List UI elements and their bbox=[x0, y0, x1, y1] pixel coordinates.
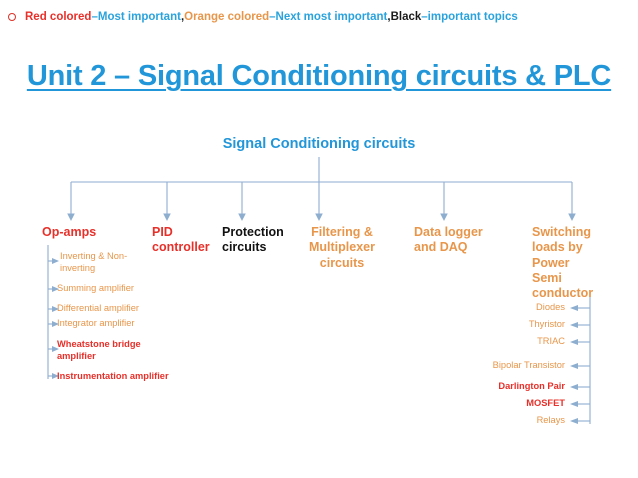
connector-opamp-spine bbox=[47, 245, 55, 379]
legend-most-important: Most important bbox=[97, 11, 181, 23]
node-op-amps[interactable]: Op-amps bbox=[42, 225, 97, 239]
legend-sep-3: – bbox=[421, 11, 428, 23]
legend-red-colored: Red colored bbox=[25, 11, 92, 23]
connector-arrowheads-down bbox=[67, 213, 576, 221]
page-title-text: Unit 2 – Signal Conditioning circuits & … bbox=[26, 60, 612, 92]
list-item-diodes[interactable]: Diodes bbox=[536, 302, 565, 312]
legend-next-most-important: Next most important bbox=[275, 11, 388, 23]
legend-black: Black bbox=[390, 11, 422, 23]
root-node-signal-conditioning-circuits: Signal Conditioning circuits bbox=[222, 136, 416, 152]
list-item-wheatstone-bridge-amplifier[interactable]: Wheatstone bridge amplifier bbox=[57, 339, 141, 361]
legend-sep-1: – bbox=[91, 11, 98, 23]
list-item-darlington-pair[interactable]: Darlington Pair bbox=[498, 381, 565, 391]
legend-comma-2: , bbox=[387, 11, 391, 23]
circle-bullet-icon bbox=[8, 13, 16, 21]
connector-switching-spine bbox=[578, 297, 591, 424]
list-item-bipolar-transistor[interactable]: Bipolar Transistor bbox=[492, 360, 565, 370]
list-item-mosfet[interactable]: MOSFET bbox=[526, 398, 565, 408]
list-item-inverting-non-inverting[interactable]: Inverting & Non-inverting bbox=[60, 251, 128, 273]
list-item-triac[interactable]: TRIAC bbox=[537, 336, 565, 346]
legend-comma-1: , bbox=[180, 11, 185, 23]
legend-line: Red colored – Most important , Orange co… bbox=[8, 6, 632, 28]
node-filtering-multiplexer-circuits[interactable]: Filtering & Multiplexer circuits bbox=[309, 225, 375, 270]
legend-orange-colored: Orange colored bbox=[184, 11, 270, 23]
node-protection-circuits[interactable]: Protection circuits bbox=[222, 225, 284, 255]
list-item-differential-amplifier[interactable]: Differential amplifier bbox=[57, 303, 139, 313]
list-item-instrumentation-amplifier[interactable]: Instrumentation amplifier bbox=[57, 371, 169, 381]
list-item-thyristor[interactable]: Thyristor bbox=[528, 319, 565, 329]
legend-important-topics: important topics bbox=[427, 11, 518, 23]
node-pid-controller[interactable]: PID controller bbox=[152, 225, 210, 255]
list-item-summing-amplifier[interactable]: Summing amplifier bbox=[57, 283, 134, 293]
connector-switching-arrowheads bbox=[570, 305, 578, 424]
node-switching-loads-power-semiconductor[interactable]: Switching loads by Power Semi conductor bbox=[532, 225, 594, 300]
list-item-integrator-amplifier[interactable]: Integrator amplifier bbox=[57, 318, 135, 328]
legend-sep-2: – bbox=[269, 11, 276, 23]
list-item-relays[interactable]: Relays bbox=[536, 415, 565, 425]
page-title: Unit 2 – Signal Conditioning circuits & … bbox=[0, 60, 638, 93]
node-data-logger-and-daq[interactable]: Data logger and DAQ bbox=[414, 225, 483, 255]
